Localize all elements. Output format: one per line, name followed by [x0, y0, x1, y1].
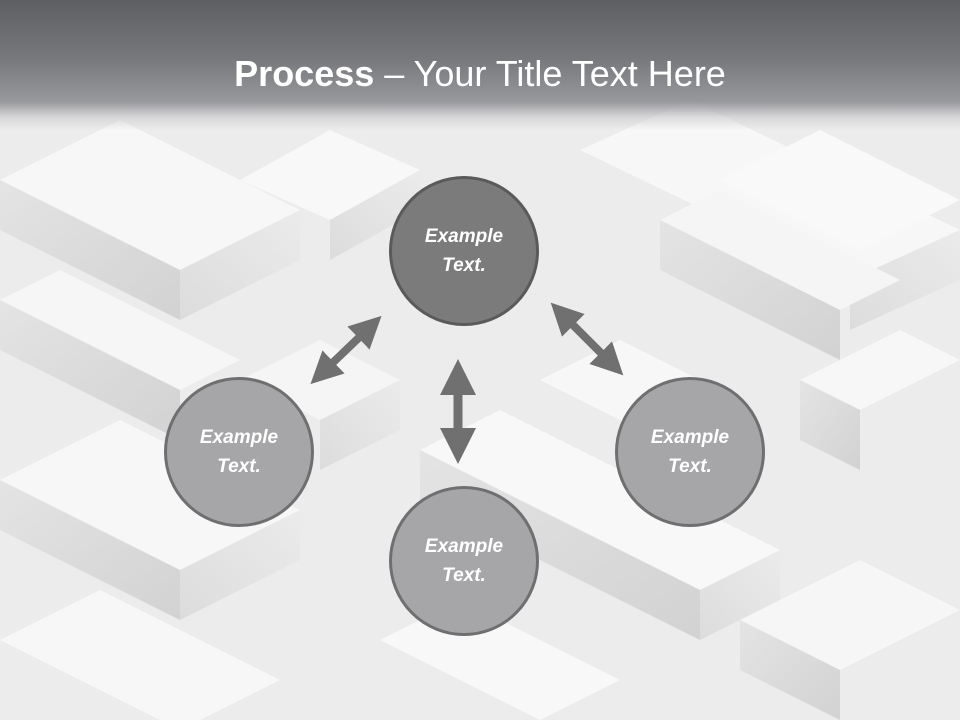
title-rest: – Your Title Text Here [374, 53, 726, 94]
node-bottom: Example Text. [389, 486, 539, 636]
node-right: Example Text. [615, 377, 765, 527]
node-left-text: Example Text. [199, 427, 279, 477]
node-left: Example Text. [164, 377, 314, 527]
title-bold: Process [234, 53, 375, 94]
arrow-top-left [310, 315, 382, 385]
maze-blocks [0, 100, 960, 720]
title-bar: Process – Your Title Text Here [0, 0, 960, 130]
node-top-text: Example Text. [424, 226, 504, 276]
arrow-top-right [550, 302, 624, 376]
page-title: Process – Your Title Text Here [0, 52, 960, 96]
node-top: Example Text. [389, 176, 539, 326]
node-right-text: Example Text. [650, 427, 730, 477]
node-bottom-text: Example Text. [424, 536, 504, 586]
